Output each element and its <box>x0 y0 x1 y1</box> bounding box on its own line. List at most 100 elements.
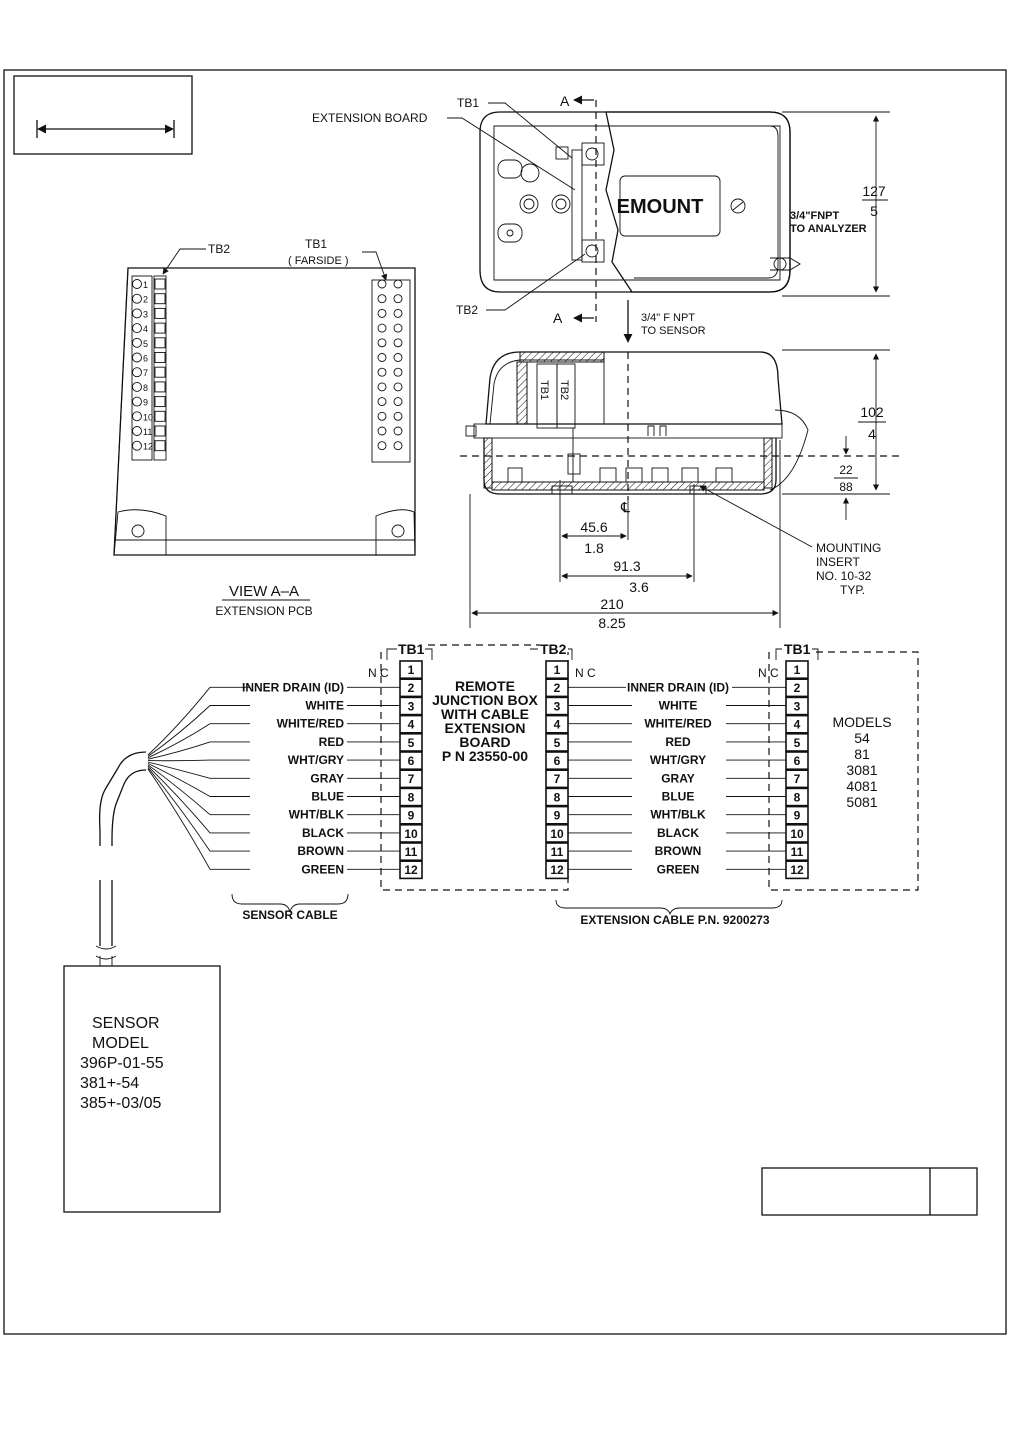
pcb-far-screw-icon <box>377 323 387 333</box>
terminal-number: 8 <box>794 790 801 804</box>
pcb-tb1-label: TB1 <box>305 237 327 251</box>
pcb-far-screw-icon <box>393 323 403 333</box>
pcb-screw-icon <box>132 308 142 319</box>
terminal-number: 5 <box>554 736 561 750</box>
pcb-far-screw-icon <box>393 367 403 377</box>
left-wire-label: RED <box>319 735 345 749</box>
junction-line4: EXTENSION <box>445 720 526 736</box>
title-block <box>761 1167 978 1216</box>
fnpt-sensor-line1: 3/4" F NPT <box>641 312 695 324</box>
terminal-cell <box>785 751 809 771</box>
left-wire-fan <box>147 705 211 757</box>
view-title: VIEW A–A <box>229 583 299 600</box>
terminal-cell <box>399 805 423 825</box>
pcb-tb2-label: TB2 <box>208 242 230 256</box>
pcb-far-screw-icon <box>393 294 403 304</box>
model-4: 4081 <box>846 778 877 794</box>
section-a-top: A <box>560 93 570 109</box>
side-height-mm: 102 <box>860 404 884 420</box>
terminal-number: 12 <box>550 863 564 877</box>
terminal-cell <box>399 842 423 862</box>
terminal-number: 6 <box>408 754 415 768</box>
terminal-number: 7 <box>794 772 801 786</box>
terminal-cell <box>545 696 569 716</box>
pcb-terminal-number: 5 <box>143 339 148 349</box>
pcb-terminal-number: 7 <box>143 368 148 378</box>
pcb-far-screw-icon <box>393 411 403 421</box>
side-view: TB1 TB2 ℄ 102 4 22 88 45.6 1.8 91.3 <box>460 349 900 631</box>
pcb-far-screw-icon <box>377 441 387 451</box>
left-wire-label: WHITE <box>305 699 344 713</box>
terminal-number: 8 <box>554 790 561 804</box>
terminal-number: 3 <box>794 699 801 713</box>
sensor-line2: MODEL <box>92 1035 149 1052</box>
pcb-terminal-block <box>154 322 166 334</box>
junction-line6: P N 23550-00 <box>442 748 528 764</box>
pcb-screw-icon <box>132 440 142 451</box>
left-wire-fan <box>147 761 211 779</box>
terminal-cell <box>785 696 809 716</box>
right-wire-label: GRAY <box>661 771 695 785</box>
offset-mm: 22 <box>839 463 853 477</box>
left-wire-fan <box>147 764 211 816</box>
sensor-line5: 385+-03/05 <box>80 1095 162 1112</box>
left-wire-fan <box>147 723 211 759</box>
pcb-far-screw-icon <box>393 441 403 451</box>
terminal-number: 2 <box>794 681 801 695</box>
terminal-cell <box>785 823 809 843</box>
page-border <box>3 69 1007 1335</box>
terminal-cell <box>545 660 569 680</box>
side-tb1-vert: TB1 <box>538 380 550 400</box>
sensor-box: SENSOR MODEL 396P-01-55 381+-54 385+-03/… <box>63 965 221 1213</box>
terminal-cell <box>399 823 423 843</box>
terminal-cell <box>399 769 423 789</box>
mounting-line3: NO. 10-32 <box>816 569 872 583</box>
pcb-far-screw-icon <box>393 338 403 348</box>
model-1: 54 <box>854 730 870 746</box>
terminal-cell <box>399 732 423 752</box>
terminal-cell <box>399 696 423 716</box>
terminal-number: 7 <box>408 772 415 786</box>
nc-right: N C <box>758 666 779 680</box>
side-height-in: 4 <box>868 426 876 442</box>
pcb-far-screw-icon <box>393 353 403 362</box>
pcb-screw-icon <box>132 426 142 436</box>
terminal-number: 11 <box>405 845 418 859</box>
view-subtitle: EXTENSION PCB <box>215 604 312 618</box>
junction-line3: WITH CABLE <box>441 706 529 722</box>
pcb-screw-icon <box>132 279 142 289</box>
left-wire-label: WHITE/RED <box>277 717 345 731</box>
pcb-terminal-block <box>154 352 166 363</box>
pcb-terminal-block <box>154 381 166 393</box>
terminal-number: 10 <box>404 827 418 841</box>
model-2: 81 <box>854 746 870 762</box>
model-3: 3081 <box>846 762 877 778</box>
pcb-terminal-number: 3 <box>143 309 148 319</box>
terminal-number: 4 <box>554 718 561 732</box>
pcb-terminal-number: 12 <box>143 442 153 452</box>
nc-left: N C <box>368 666 389 680</box>
nc-middle: N C <box>575 666 596 680</box>
pcb-tb1-sublabel: ( FARSIDE ) <box>288 255 349 267</box>
pcb-screw-icon <box>132 396 142 407</box>
dim1-mm: 45.6 <box>580 519 607 535</box>
terminal-cell <box>545 732 569 752</box>
top-height-in: 5 <box>870 203 878 219</box>
top-tb1-label: TB1 <box>457 96 479 110</box>
terminal-cell <box>545 842 569 862</box>
terminal-number: 10 <box>550 827 564 841</box>
right-wire-label: BLACK <box>657 826 699 840</box>
pcb-terminal-block <box>154 440 166 452</box>
terminal-number: 2 <box>554 681 561 695</box>
pcb-far-screw-icon <box>377 279 387 289</box>
terminal-number: 3 <box>408 699 415 713</box>
terminal-number: 12 <box>404 863 418 877</box>
pcb-terminal-block <box>154 396 166 408</box>
terminal-cell <box>785 842 809 862</box>
nameplate-text: EMOUNT <box>617 196 704 218</box>
terminal-number: 5 <box>408 736 415 750</box>
centerline-symbol: ℄ <box>620 499 630 515</box>
pcb-far-screw-icon <box>393 382 403 392</box>
